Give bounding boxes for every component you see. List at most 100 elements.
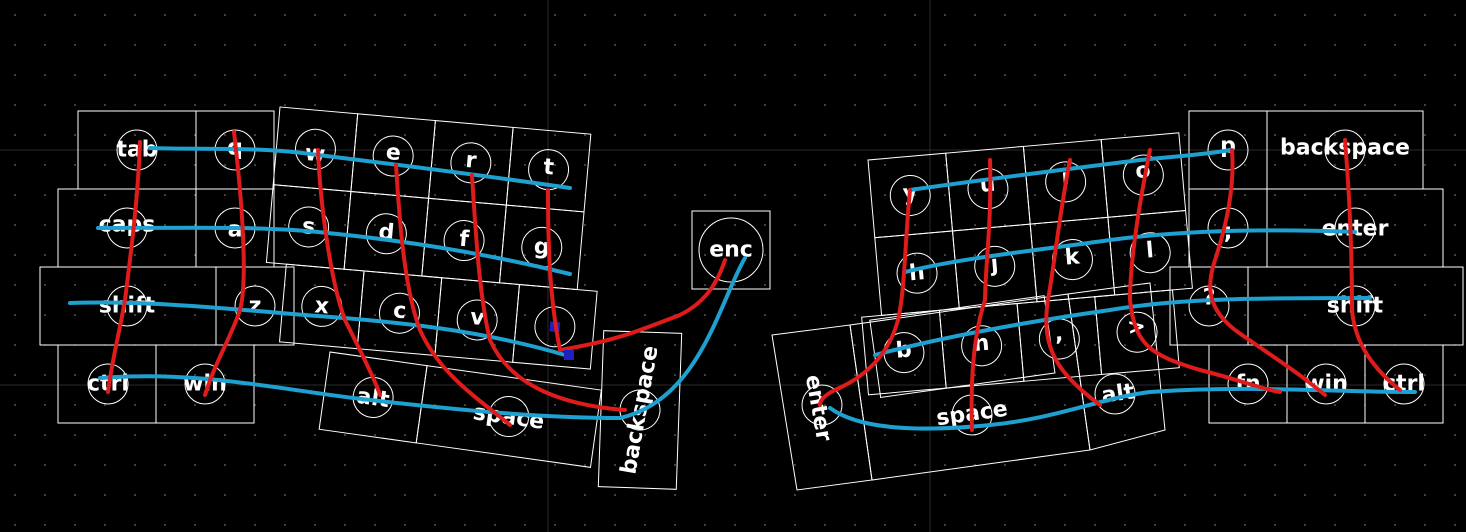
- column-trace-3: [316, 148, 382, 397]
- grid-dot: [1004, 284, 1006, 286]
- grid-dot: [674, 224, 676, 226]
- grid-dot: [374, 134, 376, 136]
- grid-dot: [1274, 464, 1276, 466]
- grid-dot: [674, 194, 676, 196]
- grid-dot: [284, 254, 286, 256]
- grid-dot: [104, 404, 106, 406]
- grid-dot: [1364, 194, 1366, 196]
- row-trace-1-right: [908, 148, 1232, 192]
- grid-dot: [404, 44, 406, 46]
- grid-dot: [1364, 44, 1366, 46]
- grid-dot: [254, 494, 256, 496]
- grid-dot: [1304, 74, 1306, 76]
- grid-dot: [734, 494, 736, 496]
- grid-dot: [494, 14, 496, 16]
- grid-dot: [1244, 494, 1246, 496]
- grid-dot: [764, 494, 766, 496]
- grid-dot: [944, 344, 946, 346]
- grid-dot: [44, 404, 46, 406]
- grid-dot: [794, 74, 796, 76]
- grid-dot: [884, 44, 886, 46]
- grid-dot: [1094, 284, 1096, 286]
- grid-dot: [254, 374, 256, 376]
- grid-dot: [1094, 224, 1096, 226]
- grid-dot: [494, 314, 496, 316]
- grid-dot: [44, 494, 46, 496]
- grid-dot: [674, 464, 676, 466]
- grid-dot: [164, 104, 166, 106]
- grid-dot: [1124, 434, 1126, 436]
- grid-dot: [1304, 224, 1306, 226]
- grid-dot: [1274, 524, 1276, 526]
- grid-dot: [884, 374, 886, 376]
- grid-dot: [194, 74, 196, 76]
- grid-dot: [884, 284, 886, 286]
- grid-dot: [614, 14, 616, 16]
- grid-dot: [1064, 404, 1066, 406]
- key-space-right: [869, 295, 1056, 399]
- grid-dot: [194, 404, 196, 406]
- grid-dot: [1244, 404, 1246, 406]
- grid-dot: [494, 464, 496, 466]
- grid-dot: [1214, 224, 1216, 226]
- grid-dot: [14, 74, 16, 76]
- grid-dot: [194, 284, 196, 286]
- grid-dot: [104, 44, 106, 46]
- grid-dot: [1034, 254, 1036, 256]
- grid-dot: [314, 14, 316, 16]
- key-label-f: f: [458, 227, 470, 253]
- grid-dot: [734, 374, 736, 376]
- via-pad: [564, 350, 574, 360]
- grid-dot: [74, 434, 76, 436]
- grid-dot: [1304, 44, 1306, 46]
- grid-dot: [554, 404, 556, 406]
- grid-dot: [824, 524, 826, 526]
- grid-dot: [554, 224, 556, 226]
- grid-dot: [1454, 524, 1456, 526]
- grid-dot: [734, 254, 736, 256]
- grid-dot: [1004, 524, 1006, 526]
- grid-dot: [554, 524, 556, 526]
- grid-dot: [974, 44, 976, 46]
- grid-dot: [734, 164, 736, 166]
- grid-dot: [854, 74, 856, 76]
- key-d: d: [343, 190, 430, 277]
- grid-dot: [944, 494, 946, 496]
- grid-dot: [1454, 224, 1456, 226]
- grid-dot: [584, 134, 586, 136]
- grid-dot: [164, 404, 166, 406]
- grid-dot: [554, 14, 556, 16]
- grid-dot: [374, 224, 376, 226]
- grid-dot: [164, 44, 166, 46]
- grid-dot: [434, 374, 436, 376]
- grid-dot: [614, 104, 616, 106]
- grid-dot: [704, 494, 706, 496]
- grid-dot: [1004, 404, 1006, 406]
- grid-dot: [134, 74, 136, 76]
- grid-dot: [434, 524, 436, 526]
- grid-dot: [824, 284, 826, 286]
- grid-dot: [1154, 434, 1156, 436]
- grid-dot: [524, 14, 526, 16]
- grid-dot: [1064, 284, 1066, 286]
- grid-dot: [464, 14, 466, 16]
- grid-dot: [494, 284, 496, 286]
- grid-dot: [704, 254, 706, 256]
- grid-dot: [1304, 164, 1306, 166]
- grid-dot: [1214, 434, 1216, 436]
- grid-dot: [734, 314, 736, 316]
- key-label-u: u: [979, 172, 997, 198]
- grid-dot: [1424, 164, 1426, 166]
- column-trace-6: [546, 188, 727, 353]
- grid-dot: [284, 44, 286, 46]
- grid-dot: [344, 164, 346, 166]
- column-trace-12: [1343, 138, 1402, 392]
- grid-dot: [164, 74, 166, 76]
- grid-dot: [224, 284, 226, 286]
- grid-dot: [164, 194, 166, 196]
- grid-dot: [884, 194, 886, 196]
- grid-dot: [1304, 284, 1306, 286]
- grid-dot: [614, 134, 616, 136]
- grid-dot: [1154, 284, 1156, 286]
